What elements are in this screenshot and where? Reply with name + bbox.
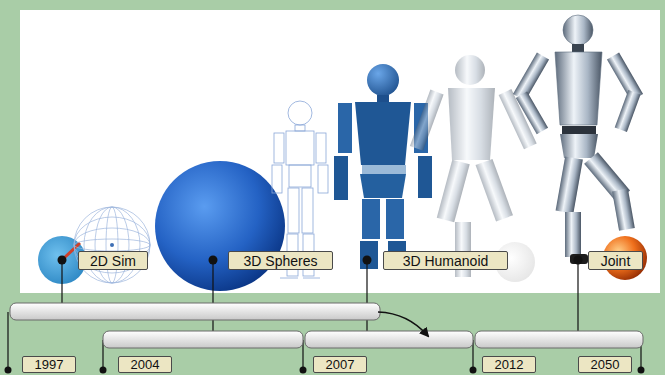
year-label: 2012: [482, 356, 536, 373]
label-text: 2004: [131, 357, 160, 372]
label-text: 3D Spheres: [244, 253, 318, 269]
label-text: 2007: [326, 357, 355, 372]
year-label: 2004: [118, 356, 172, 373]
stage-label: 2D Sim: [78, 251, 148, 270]
label-text: 1997: [35, 357, 64, 372]
stage-label: Joint: [588, 251, 643, 270]
label-text: 2D Sim: [90, 253, 136, 269]
stage-label: 3D Humanoid: [383, 251, 508, 270]
year-label: 1997: [22, 356, 76, 373]
year-label: 2050: [578, 356, 632, 373]
label-text: Joint: [601, 253, 631, 269]
label-text: 2050: [591, 357, 620, 372]
label-text: 2012: [495, 357, 524, 372]
year-label: 2007: [313, 356, 367, 373]
stage-label: 3D Spheres: [228, 251, 333, 270]
label-text: 3D Humanoid: [403, 253, 489, 269]
